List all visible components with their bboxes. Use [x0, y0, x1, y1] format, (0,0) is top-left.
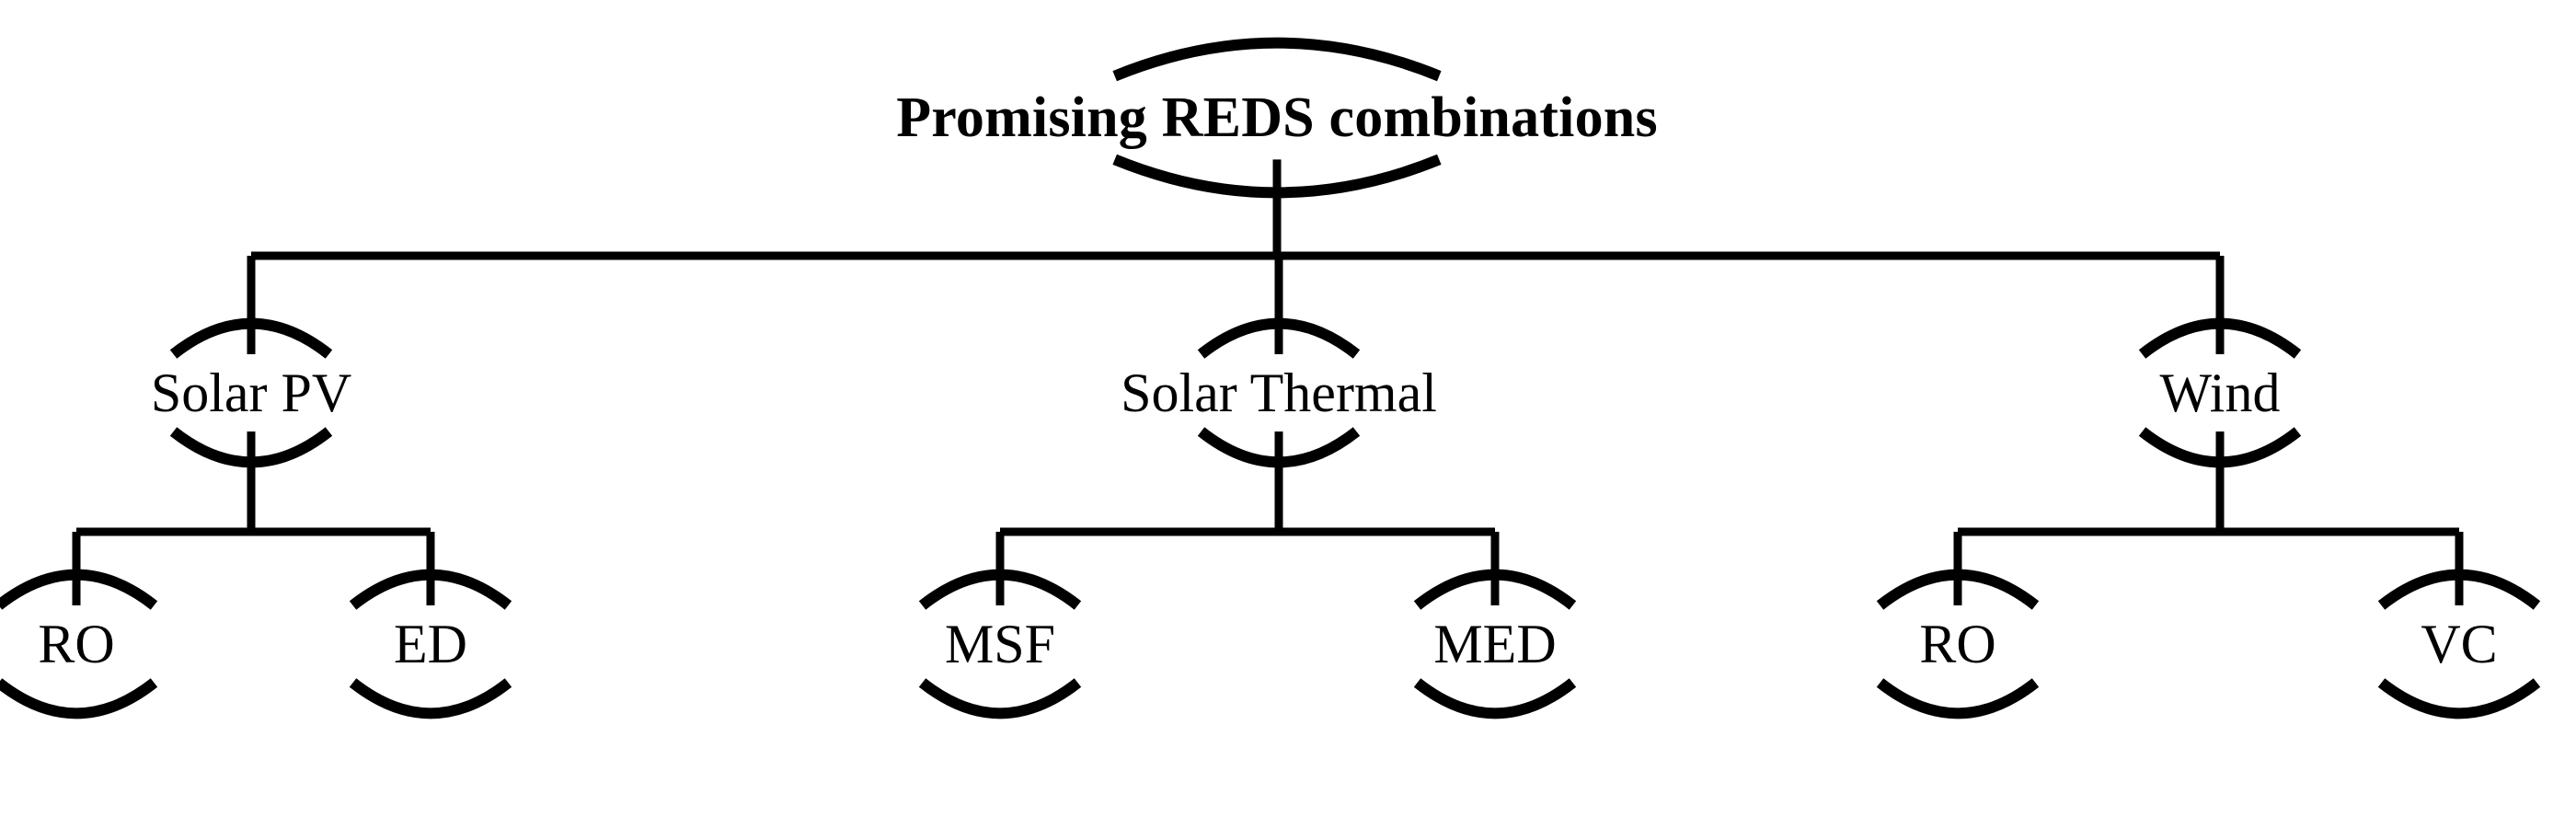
leaf-node-bottom-arc-solar-thermal-msf	[918, 678, 1082, 719]
root-node-bottom-arc	[1112, 154, 1442, 199]
diagram-title: Promising REDS combinations	[896, 86, 1658, 149]
leaf-node-label-solar-thermal-msf: MSF	[944, 614, 1056, 674]
leaf-node-label-wind-ro: RO	[1919, 614, 1996, 674]
branch-node-top-arc-solar-pv	[169, 317, 333, 359]
leaf-node-top-arc-wind-vc	[2377, 569, 2541, 610]
branch-node-label-wind: Wind	[2159, 362, 2281, 423]
leaf-node-bottom-arc-solar-pv-ro	[0, 678, 158, 719]
leaf-node-top-arc-wind-ro	[1876, 569, 2040, 610]
leaf-node-top-arc-solar-thermal-med	[1413, 569, 1577, 610]
root-node-top-arc	[1112, 37, 1442, 82]
branch-node-label-solar-pv: Solar PV	[150, 362, 352, 423]
branch-node-bottom-arc-solar-thermal	[1197, 427, 1361, 468]
branch-node-top-arc-solar-thermal	[1197, 317, 1361, 359]
leaf-node-top-arc-solar-pv-ed	[349, 569, 512, 610]
leaf-node-label-solar-pv-ro: RO	[38, 614, 115, 674]
leaf-node-top-arc-solar-thermal-msf	[918, 569, 1082, 610]
branch-node-bottom-arc-solar-pv	[169, 427, 333, 468]
leaf-node-label-solar-pv-ed: ED	[394, 614, 467, 674]
leaf-node-bottom-arc-wind-vc	[2377, 678, 2541, 719]
leaf-node-bottom-arc-solar-thermal-med	[1413, 678, 1577, 719]
leaf-node-top-arc-solar-pv-ro	[0, 569, 158, 610]
leaf-node-label-solar-thermal-med: MED	[1433, 614, 1557, 674]
leaf-node-label-wind-vc: VC	[2421, 614, 2498, 674]
branch-node-bottom-arc-wind	[2138, 427, 2302, 468]
connector-layer	[72, 159, 2464, 605]
branch-node-label-solar-thermal: Solar Thermal	[1121, 362, 1437, 423]
node-arc-layer	[0, 37, 2541, 719]
branch-node-top-arc-wind	[2138, 317, 2302, 359]
leaf-node-bottom-arc-solar-pv-ed	[349, 678, 512, 719]
leaf-node-bottom-arc-wind-ro	[1876, 678, 2040, 719]
